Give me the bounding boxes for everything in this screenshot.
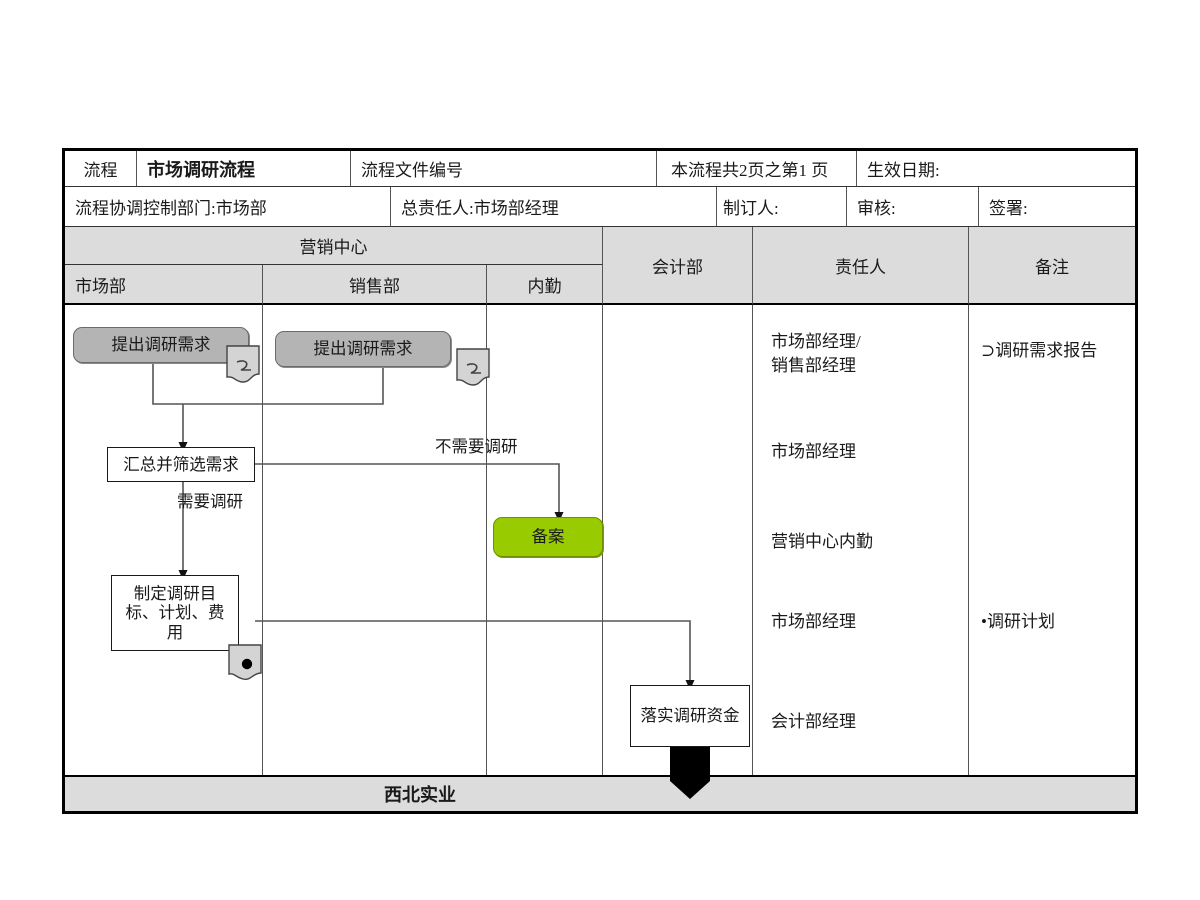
- col-sep-responsible: [753, 305, 969, 775]
- col-header-sales-dept: 销售部: [263, 265, 487, 305]
- header-doc-number: 流程文件编号: [351, 151, 657, 187]
- responsible-row-1-line1: 市场部经理/: [771, 331, 861, 351]
- col-sep-market: [65, 305, 263, 775]
- node-file-record[interactable]: 备案: [493, 517, 603, 557]
- header-signature: 签署:: [979, 187, 1135, 227]
- remark-row-2: •调研计划: [981, 611, 1055, 631]
- header-coordinating-dept: 流程协调控制部门:市场部: [65, 187, 391, 227]
- edge-label-no-research: 不需要调研: [435, 437, 518, 456]
- responsible-row-5: 会计部经理: [771, 711, 856, 731]
- col-group-marketing-center: 营销中心: [65, 227, 603, 265]
- col-header-remarks: 备注: [969, 227, 1135, 305]
- col-header-accounting: 会计部: [603, 227, 753, 305]
- col-header-internal: 内勤: [487, 265, 603, 305]
- plan-note-icon: [228, 644, 262, 681]
- header-label-process: 流程: [65, 151, 137, 187]
- node-implement-research-fund[interactable]: 落实调研资金: [630, 685, 750, 747]
- responsible-row-1-line2: 销售部经理: [771, 355, 856, 375]
- node-propose-research-sales[interactable]: 提出调研需求: [275, 331, 451, 367]
- responsible-row-4: 市场部经理: [771, 611, 856, 631]
- process-sheet: 流程 市场调研流程 流程文件编号 本流程共2页之第1 页 生效日期: 流程协调控…: [62, 148, 1138, 814]
- document-note-icon-market: [226, 345, 260, 383]
- header-process-title: 市场调研流程: [137, 151, 351, 187]
- responsible-row-3: 营销中心内勤: [771, 531, 873, 551]
- node-propose-research-market[interactable]: 提出调研需求: [73, 327, 249, 363]
- remark-row-1: ⊃调研需求报告: [981, 340, 1098, 360]
- header-chief-responsible: 总责任人:市场部经理: [391, 187, 717, 227]
- footer-company: 西北实业: [65, 775, 1135, 811]
- node-collect-filter-requirements[interactable]: 汇总并筛选需求: [107, 447, 255, 482]
- responsible-row-2: 市场部经理: [771, 441, 856, 461]
- header-page-count: 本流程共2页之第1 页: [657, 151, 857, 187]
- header-effective-date: 生效日期:: [857, 151, 1135, 187]
- document-note-icon-sales: [456, 348, 490, 386]
- header-reviewer: 审核:: [847, 187, 979, 227]
- edge-label-need-research: 需要调研: [177, 492, 243, 511]
- col-header-market-dept: 市场部: [65, 265, 263, 305]
- node-set-research-plan[interactable]: 制定调研目标、计划、费用: [111, 575, 239, 651]
- col-sep-sales: [263, 305, 487, 775]
- col-sep-accounting: [603, 305, 753, 775]
- header-author: 制订人:: [717, 187, 847, 227]
- col-header-responsible: 责任人: [753, 227, 969, 305]
